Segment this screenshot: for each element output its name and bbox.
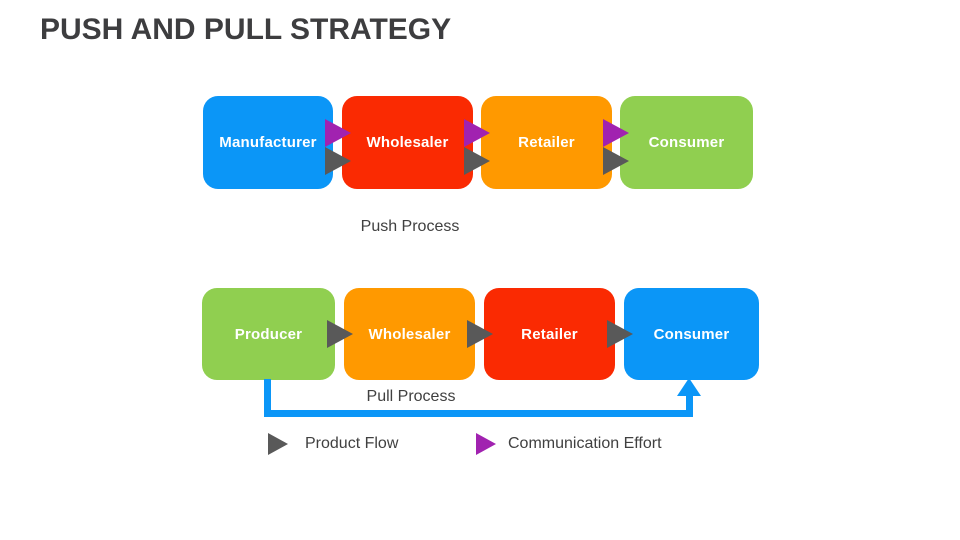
product-flow-arrow-icon [327,320,353,348]
pull-loop-right-segment [686,395,693,417]
product-flow-arrow-icon [467,320,493,348]
product-flow-arrow-icon [464,147,490,175]
pull-box-producer-label: Producer [234,325,303,343]
pull-box-retailer-label: Retailer [521,325,578,343]
communication-arrow-icon [325,119,351,147]
product-flow-arrow-icon [607,320,633,348]
push-box-wholesaler: Wholesaler [342,96,473,189]
push-box-retailer-label: Retailer [518,134,575,151]
communication-arrow-icon [464,119,490,147]
push-box-manufacturer-label: Manufacturer [219,134,317,151]
pull-process-caption: Pull Process [366,388,456,405]
push-process-caption: Push Process [360,218,460,235]
pull-box-consumer: Consumer [624,288,759,380]
pull-loop-up-arrow-icon [677,378,701,396]
push-box-consumer-label: Consumer [648,134,725,151]
product-flow-legend-icon [268,433,288,455]
push-box-wholesaler-label: Wholesaler [366,134,449,151]
product-flow-legend-label: Product Flow [305,435,399,452]
communication-arrow-icon [603,119,629,147]
pull-box-consumer-label: Consumer [653,325,730,343]
communication-effort-legend-label: Communication Effort [508,435,662,452]
product-flow-arrow-icon [325,147,351,175]
pull-loop-bottom-segment [264,410,693,417]
push-box-retailer: Retailer [481,96,612,189]
push-box-consumer: Consumer [620,96,753,189]
slide-title: PUSH AND PULL STRATEGY [40,13,452,46]
communication-effort-legend-icon [476,433,496,455]
pull-box-producer: Producer [202,288,335,380]
pull-loop-left-segment [264,379,271,417]
pull-box-wholesaler: Wholesaler [344,288,475,380]
pull-box-wholesaler-label: Wholesaler [368,325,451,343]
push-box-manufacturer: Manufacturer [203,96,333,189]
product-flow-arrow-icon [603,147,629,175]
pull-box-retailer: Retailer [484,288,615,380]
